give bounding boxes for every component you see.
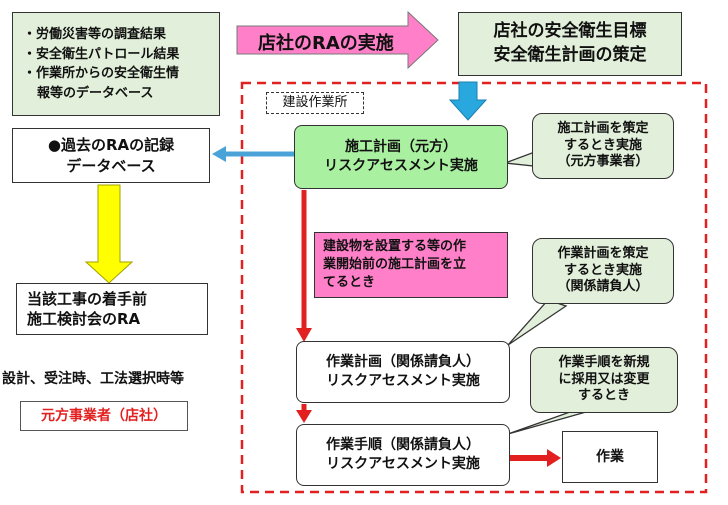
callout-construction-line-3: （元方事業者） [557,154,649,170]
work-procedure-box: 作業手順（関係請負人） リスクアセスメント実施 [296,424,510,486]
callout-work-plan-tail [507,299,568,346]
work-label: 作業 [596,448,624,465]
callout-work-plan-line-1: 作業計画を策定 [557,245,649,261]
prime-contractor-box: 元方事業者（店社） [20,401,188,431]
construction-plan-line-1: 施工計画（元方） [345,139,457,156]
callout-work-plan-line-3: （関係請負人） [557,279,649,295]
work-plan-line-2: リスクアセスメント実施 [326,373,480,389]
construction-plan-box: 施工計画（元方） リスクアセスメント実施 [294,125,508,189]
work-plan-box: 作業計画（関係請負人） リスクアセスメント実施 [296,341,510,403]
design-timing-text: 設計、受注時、工法選択時等 [2,371,184,387]
past-db-line-2: データベース [66,156,156,175]
callout-procedure-line-1: 作業手順を新規 [558,354,650,370]
work-box: 作業 [562,431,658,483]
callout-work-plan: 作業計画を策定 するとき実施 （関係請負人） [532,238,674,304]
sources-line-1: ・労働災害等の調査結果 [23,27,167,42]
to-db-arrow-head [212,146,226,162]
past-ra-db-box: ●過去のRAの記録 データベース [12,128,210,183]
callout-construction: 施工計画を策定 するとき実施 （元方事業者） [532,113,674,179]
work-procedure-line-2: リスクアセスメント実施 [326,456,480,472]
callout-procedure: 作業手順を新規 に採用又は変更 するとき [530,347,678,413]
callout-procedure-line-2: に採用又は変更 [558,371,650,387]
kickoff-line-2: 施工検討会のRA [27,310,141,328]
goal-down-arrow [448,81,488,121]
condition-line-2: 業開始前の施工計画を立 [323,256,467,272]
sources-line-4: 報等のデータベース [37,85,154,101]
work-procedure-line-1: 作業手順（関係請負人） [326,437,480,454]
work-plan-line-1: 作業計画（関係請負人） [326,354,480,371]
sources-box: ・労働災害等の調査結果 ・安全衛生パトロール結果 ・作業所からの安全衛生情 報等… [12,12,220,116]
kickoff-ra-box: 当該工事の着手前 施工検討会のRA [16,283,208,335]
db-down-arrow [84,184,134,284]
goal-line-2: 安全衛生計画の策定 [493,45,647,65]
proc-to-work-head [547,449,561,467]
callout-work-plan-line-2: するとき実施 [563,262,642,278]
work-to-proc-head [296,410,312,423]
goal-line-1: 店社の安全衛生目標 [493,21,647,42]
sources-line-3: ・作業所からの安全衛生情 [23,66,180,81]
past-db-line-1: ●過去のRAの記録 [47,136,175,155]
prime-contractor-label: 元方事業者（店社） [41,407,167,424]
callout-construction-line-1: 施工計画を策定 [557,120,649,136]
construction-plan-line-2: リスクアセスメント実施 [324,158,478,174]
sources-line-2: ・安全衛生パトロール結果 [23,46,180,62]
kickoff-line-1: 当該工事の着手前 [27,289,148,308]
goal-box: 店社の安全衛生目標 安全衛生計画の策定 [458,12,682,76]
condition-line-1: 建設物を設置する等の作 [323,238,467,254]
plan-to-work-head [296,328,312,342]
callout-construction-line-2: するとき実施 [563,137,642,153]
ra-arrow-label: 店社のRAの実施 [258,33,394,54]
site-label: 建設作業所 [266,92,364,114]
callout-procedure-line-3: するとき [577,388,630,404]
ra-arrow-shape [236,10,439,70]
condition-box: 建設物を設置する等の作 業開始前の施工計画を立 てるとき [314,232,508,298]
condition-line-3: てるとき [323,275,376,291]
